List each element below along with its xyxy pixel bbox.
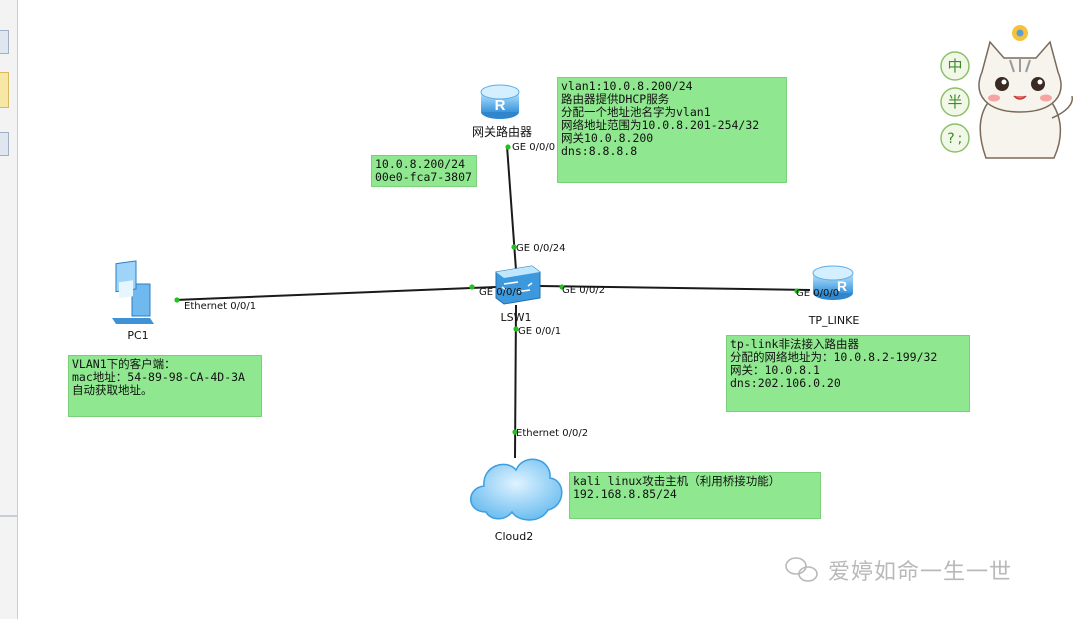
note-router-dhcp: vlan1:10.0.8.200/24 路由器提供DHCP服务 分配一个地址池名…: [557, 77, 787, 183]
panel-divider: [0, 515, 17, 517]
port-label-router-ge000: GE 0/0/0: [512, 142, 555, 153]
note-line: mac地址：54-89-98-CA-4D-3A: [72, 370, 245, 384]
note-line: 00e0-fca7-3807: [375, 170, 472, 184]
port-dots: [174, 144, 800, 435]
note-line: 自动获取地址。: [72, 383, 153, 397]
link-switch-tplink[interactable]: [539, 285, 811, 291]
cloud-label: Cloud2: [495, 530, 533, 543]
port-label-sw-ge006: GE 0/0/6: [479, 287, 522, 298]
port-dot: [513, 326, 519, 332]
cloud-icon: [470, 458, 563, 521]
port-dot: [174, 297, 180, 303]
port-dot: [469, 284, 475, 290]
port-label-sw-ge0024: GE 0/0/24: [516, 243, 565, 254]
port-label-pc-eth001: Ethernet 0/0/1: [184, 301, 256, 312]
router-icon: R: [837, 278, 847, 294]
link-router-switch[interactable]: [506, 145, 517, 271]
note-line: 路由器提供DHCP服务: [561, 92, 670, 106]
cat-head-icon: [978, 40, 1062, 113]
note-pc-client: VLAN1下的客户端： mac地址：54-89-98-CA-4D-3A 自动获取…: [68, 355, 262, 417]
switch-label: LSW1: [501, 311, 532, 324]
wechat-icon: [785, 557, 818, 582]
panel-tab[interactable]: [0, 30, 9, 54]
note-line: vlan1:10.0.8.200/24: [561, 79, 693, 93]
note-line: dns:202.106.0.20: [730, 376, 841, 390]
switch-lsw1[interactable]: LSW1: [495, 265, 541, 324]
port-dot: [794, 288, 800, 294]
port-dot: [511, 244, 517, 250]
panel-tab[interactable]: [0, 132, 9, 156]
note-tplink: tp-link非法接入路由器 分配的网络地址为：10.0.8.2-199/32 …: [726, 335, 970, 412]
note-line: 分配的网络地址为：10.0.8.2-199/32: [730, 350, 938, 364]
note-line: tp-link非法接入路由器: [730, 337, 859, 351]
links: [174, 145, 811, 459]
sticker-char: ;: [958, 131, 963, 147]
sticker-char: ?: [947, 131, 954, 147]
cloud2[interactable]: Cloud2: [470, 458, 563, 543]
gateway-router[interactable]: R 网关路由器: [472, 84, 532, 139]
port-dot: [512, 429, 518, 435]
note-line: 分配一个地址池名字为vlan1: [561, 105, 711, 119]
link-pc-switch[interactable]: [174, 286, 497, 301]
port-label-sw-ge001: GE 0/0/1: [518, 326, 561, 337]
left-panel-edge: [0, 0, 18, 619]
port-dot: [505, 144, 511, 150]
port-label-tplink-ge000: GE 0/0/0: [796, 288, 839, 299]
note-line: 10.0.8.200/24: [375, 157, 466, 171]
port-label-sw-ge002: GE 0/0/2: [562, 285, 605, 296]
watermark-text: 爱婷如命一生一世: [828, 560, 1013, 585]
note-line: dns:8.8.8.8: [561, 144, 638, 158]
pc-label: PC1: [127, 329, 148, 342]
panel-tab-active[interactable]: [0, 72, 9, 108]
gateway-router-label: 网关路由器: [472, 124, 532, 139]
port-label-cloud-eth002: Ethernet 0/0/2: [516, 428, 588, 439]
tplink-label: TP_LINKE: [808, 314, 860, 327]
switch-arrows-icon: [501, 281, 533, 293]
note-line: 网关：10.0.8.1: [730, 363, 820, 377]
port-labels: GE 0/0/0 GE 0/0/24 GE 0/0/6 GE 0/0/2 GE …: [184, 142, 839, 439]
note-router-address: 10.0.8.200/24 00e0-fca7-3807: [371, 155, 477, 187]
sticker-char: 中: [947, 57, 962, 75]
note-line: 192.168.8.85/24: [573, 487, 677, 501]
cat-sticker: 中 半 ? ;: [940, 25, 1074, 159]
pc1[interactable]: PC1: [112, 260, 154, 342]
router-icon: R: [495, 97, 506, 114]
note-line: 网络地址范围为10.0.8.201-254/32: [561, 118, 760, 132]
note-line: VLAN1下的客户端：: [72, 357, 176, 371]
note-line: kali linux攻击主机（利用桥接功能）: [573, 474, 781, 488]
sticker-char: 半: [947, 93, 962, 111]
tplink-router[interactable]: R TP_LINKE: [808, 265, 860, 327]
note-line: 网关10.0.8.200: [561, 131, 654, 145]
note-kali: kali linux攻击主机（利用桥接功能） 192.168.8.85/24: [569, 472, 821, 519]
port-dot: [559, 284, 565, 290]
